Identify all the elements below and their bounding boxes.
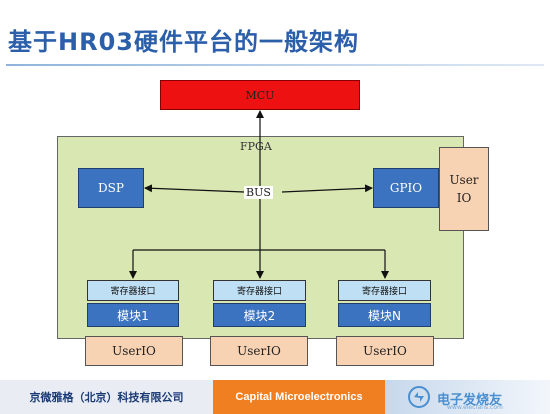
mcu-label: MCU bbox=[245, 88, 275, 102]
bus-label: BUS bbox=[244, 186, 273, 199]
module2-userio: UserIO bbox=[210, 336, 308, 366]
module1-register-label: 寄存器接口 bbox=[110, 287, 156, 297]
module1-userio: UserIO bbox=[85, 336, 183, 366]
watermark-logo-text: 电子发烧友 bbox=[437, 393, 503, 408]
watermark-area: 电子发烧友 www.elecfans.com bbox=[385, 380, 550, 414]
company-name: 京微雅格（北京）科技有限公司 bbox=[0, 380, 213, 414]
elecfans-logo-icon bbox=[408, 386, 430, 408]
module2-block: 模块2 bbox=[213, 303, 306, 327]
moduleN-userio-label: UserIO bbox=[363, 344, 407, 358]
gpio-label: GPIO bbox=[389, 181, 423, 195]
bus-to-dsp-arrow bbox=[144, 184, 245, 193]
moduleN-userio: UserIO bbox=[336, 336, 434, 366]
dsp-block: DSP bbox=[78, 168, 144, 208]
mcu-block: MCU bbox=[160, 80, 360, 110]
gpio-block: GPIO bbox=[373, 168, 439, 208]
module2-userio-label: UserIO bbox=[237, 344, 281, 358]
dsp-label: DSP bbox=[98, 181, 124, 195]
module2-register-label: 寄存器接口 bbox=[236, 287, 282, 297]
gpio-userio-line2: IO bbox=[456, 191, 472, 205]
title-divider bbox=[6, 64, 544, 66]
footer-bar: 京微雅格（北京）科技有限公司 Capital Microelectronics … bbox=[0, 380, 550, 414]
moduleN-block: 模块N bbox=[338, 303, 431, 327]
bus-to-gpio-arrow bbox=[281, 184, 373, 193]
module2-label: 模块2 bbox=[243, 308, 276, 323]
moduleN-register-label: 寄存器接口 bbox=[361, 287, 407, 297]
gpio-userio-block: User IO bbox=[439, 147, 489, 231]
moduleN-register-interface: 寄存器接口 bbox=[338, 280, 431, 301]
module2-register-interface: 寄存器接口 bbox=[213, 280, 306, 301]
module1-userio-label: UserIO bbox=[112, 344, 156, 358]
watermark-url: www.elecfans.com bbox=[447, 404, 503, 411]
moduleN-label: 模块N bbox=[368, 308, 401, 323]
fpga-label: FPGA bbox=[240, 140, 272, 153]
module1-block: 模块1 bbox=[87, 303, 179, 327]
gpio-userio-line1: User bbox=[449, 173, 479, 187]
company-english-name: Capital Microelectronics bbox=[213, 380, 385, 414]
page-title: 基于HR03硬件平台的一般架构 bbox=[8, 28, 359, 56]
module1-label: 模块1 bbox=[117, 308, 149, 323]
module1-register-interface: 寄存器接口 bbox=[87, 280, 179, 301]
